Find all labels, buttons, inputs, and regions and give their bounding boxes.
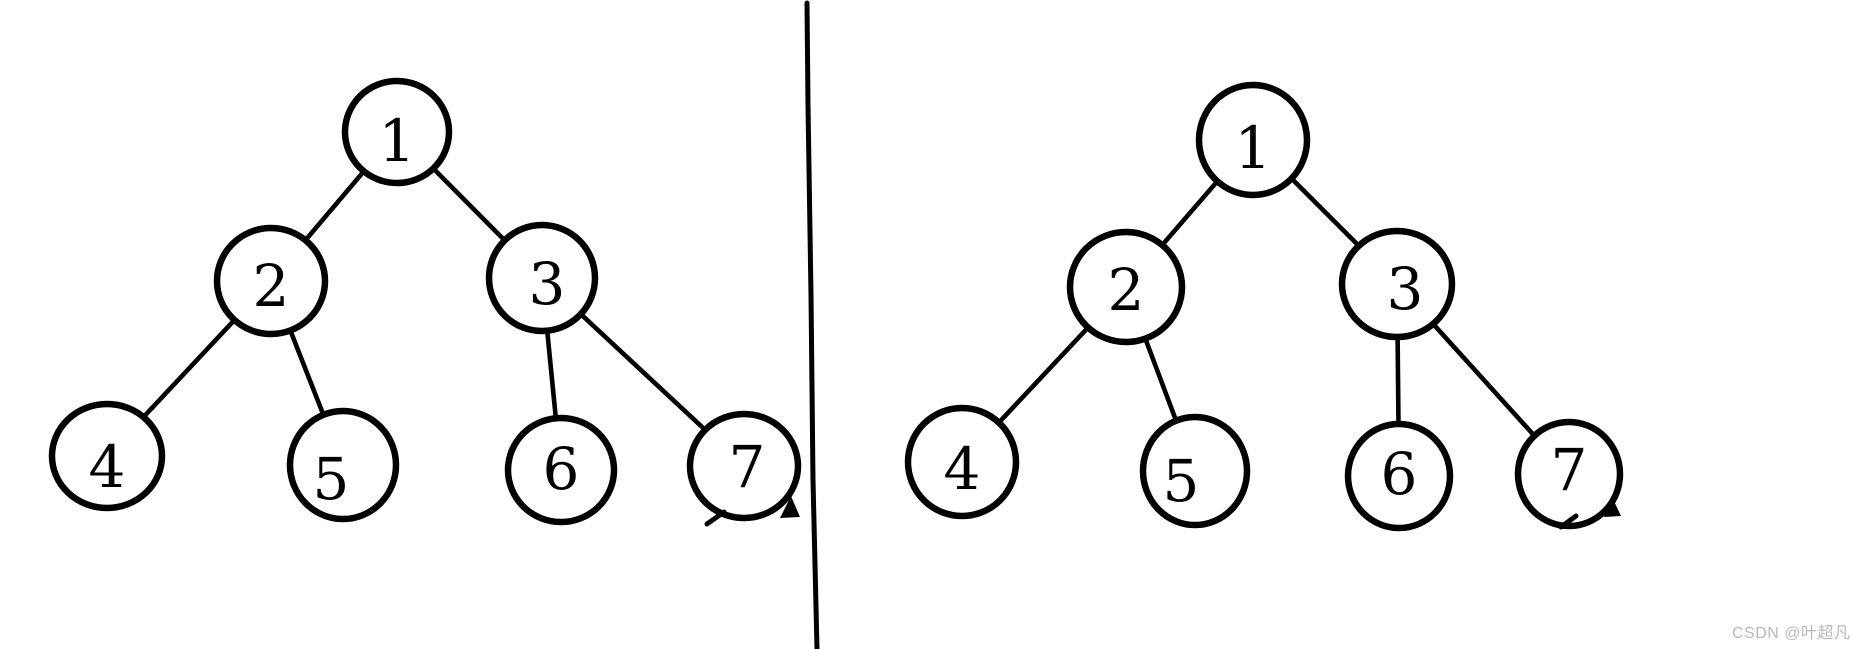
- tree-node-label-3: 3: [529, 250, 566, 318]
- pen-mark: [1558, 513, 1579, 530]
- tree-edge-1-2: [1159, 178, 1221, 249]
- tree-node-label-1: 1: [379, 107, 416, 175]
- tree-edge-1-3: [1288, 175, 1362, 249]
- tree-edge-2-5: [287, 327, 327, 419]
- tree-node-circle-5: [1139, 413, 1251, 529]
- tree-node-label-5: 5: [1163, 447, 1200, 515]
- tree-node-label-1: 1: [1235, 114, 1272, 182]
- left-tree: 1 2 3 4 5 6 7: [48, 77, 802, 527]
- pen-mark: [704, 509, 727, 527]
- tree-node-circle-3: [1338, 227, 1456, 341]
- tree-node-circle-7: [686, 410, 802, 522]
- pen-mark: [780, 496, 800, 518]
- tree-node-circle-2: [213, 224, 329, 338]
- watermark: CSDN @叶超凡: [1732, 625, 1850, 642]
- tree-node-circle-6: [1344, 420, 1454, 532]
- tree-edge-3-6: [544, 327, 559, 422]
- tree-node-label-6: 6: [543, 435, 580, 503]
- tree-node-circle-1: [341, 77, 453, 187]
- tree-edge-1-2: [302, 168, 367, 244]
- tree-node-circle-5: [286, 407, 400, 523]
- tree-node-circle-3: [485, 221, 599, 335]
- tree-node-label-6: 6: [1381, 440, 1418, 508]
- tree-node-label-3: 3: [1387, 255, 1424, 323]
- tree-edge-2-5: [1142, 335, 1179, 425]
- tree-edge-2-4: [995, 324, 1091, 426]
- tree-edge-1-3: [430, 165, 508, 244]
- tree-edge-3-6: [1395, 334, 1401, 428]
- tree-node-label-5: 5: [313, 445, 350, 513]
- tree-node-circle-2: [1066, 228, 1186, 346]
- tree-node-label-4: 4: [944, 435, 981, 503]
- tree-edge-3-7: [1430, 320, 1538, 439]
- tree-edge-2-4: [140, 316, 238, 421]
- pen-mark: [1604, 499, 1621, 517]
- tree-node-circle-6: [504, 414, 618, 526]
- tree-node-circle-1: [1195, 81, 1311, 199]
- right-tree: 1 2 3 4 5 6 7: [904, 81, 1624, 532]
- tree-node-label-7: 7: [1551, 436, 1588, 504]
- tree-node-label-7: 7: [729, 433, 766, 501]
- tree-node-circle-4: [904, 404, 1020, 520]
- tree-node-circle-7: [1514, 418, 1624, 530]
- divider-line: [804, 0, 820, 649]
- tree-node-circle-4: [48, 400, 166, 512]
- tree-node-label-4: 4: [89, 433, 126, 501]
- tree-node-label-2: 2: [1108, 256, 1145, 324]
- tree-node-label-2: 2: [253, 252, 290, 320]
- tree-edge-3-7: [577, 311, 709, 433]
